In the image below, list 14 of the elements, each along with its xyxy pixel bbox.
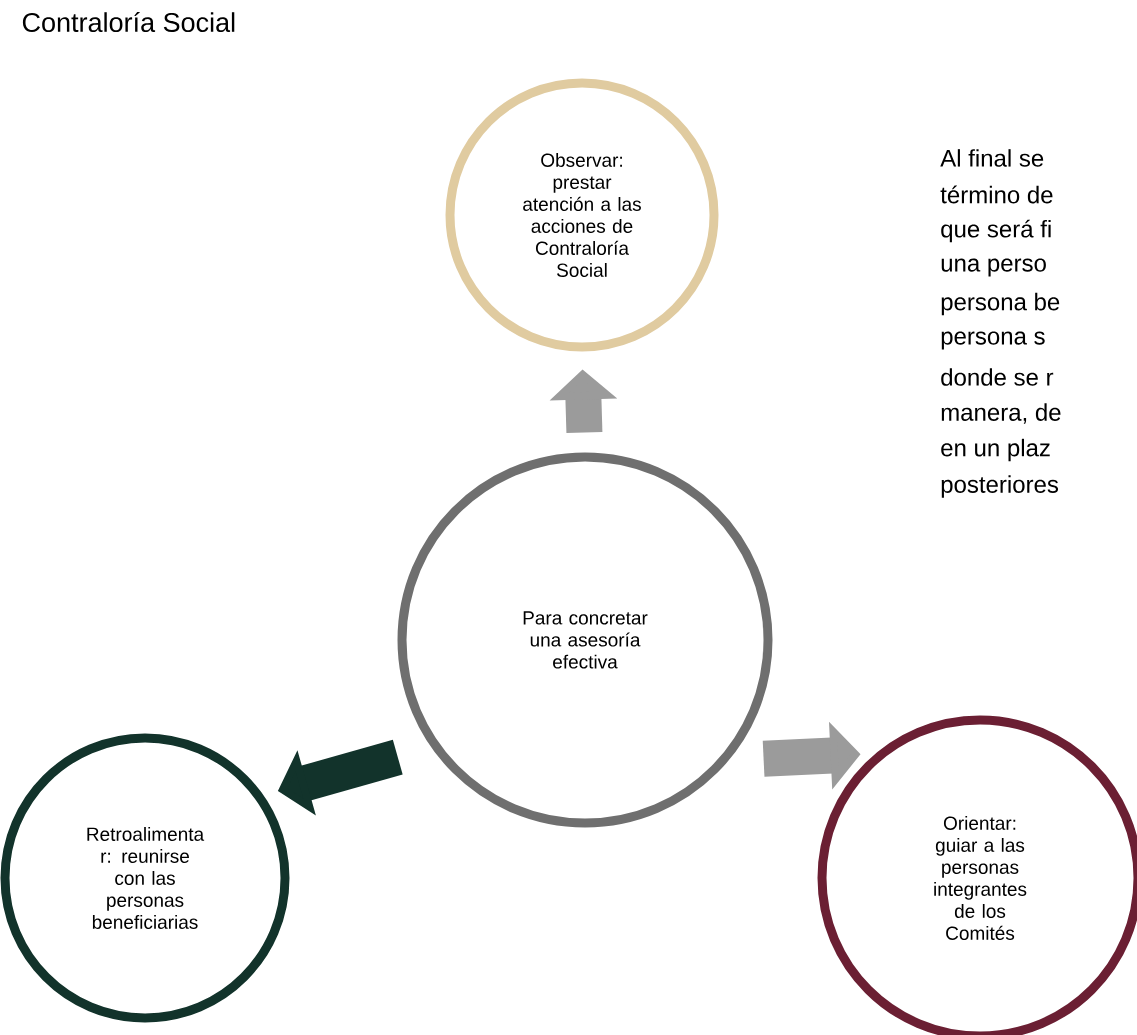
paragraph-line: persona be — [941, 292, 1060, 316]
paragraph-line: una perso — [941, 258, 1046, 277]
circle-node: Retroalimenta r: reunirse con las personas beneficiarias — [0, 733, 290, 1023]
paragraph-line: persona s — [941, 331, 1045, 350]
paragraph-line: que será fi — [941, 219, 1051, 243]
paragraph-line: término de — [940, 185, 1053, 204]
title: Contraloría Social — [22, 11, 235, 33]
paragraph-line: posteriores — [941, 475, 1059, 498]
paragraph-line: donde se r — [941, 368, 1054, 386]
paragraph-line: manera, de — [941, 403, 1061, 424]
paragraph-line: en un plaz — [941, 438, 1050, 462]
circle-node: Para concretar una asesoría efectiva — [397, 452, 773, 828]
paragraph-line: Al final se — [940, 149, 1044, 167]
circle-node: Observar: prestar atención a las acciones de Contraloría Social — [445, 78, 719, 352]
